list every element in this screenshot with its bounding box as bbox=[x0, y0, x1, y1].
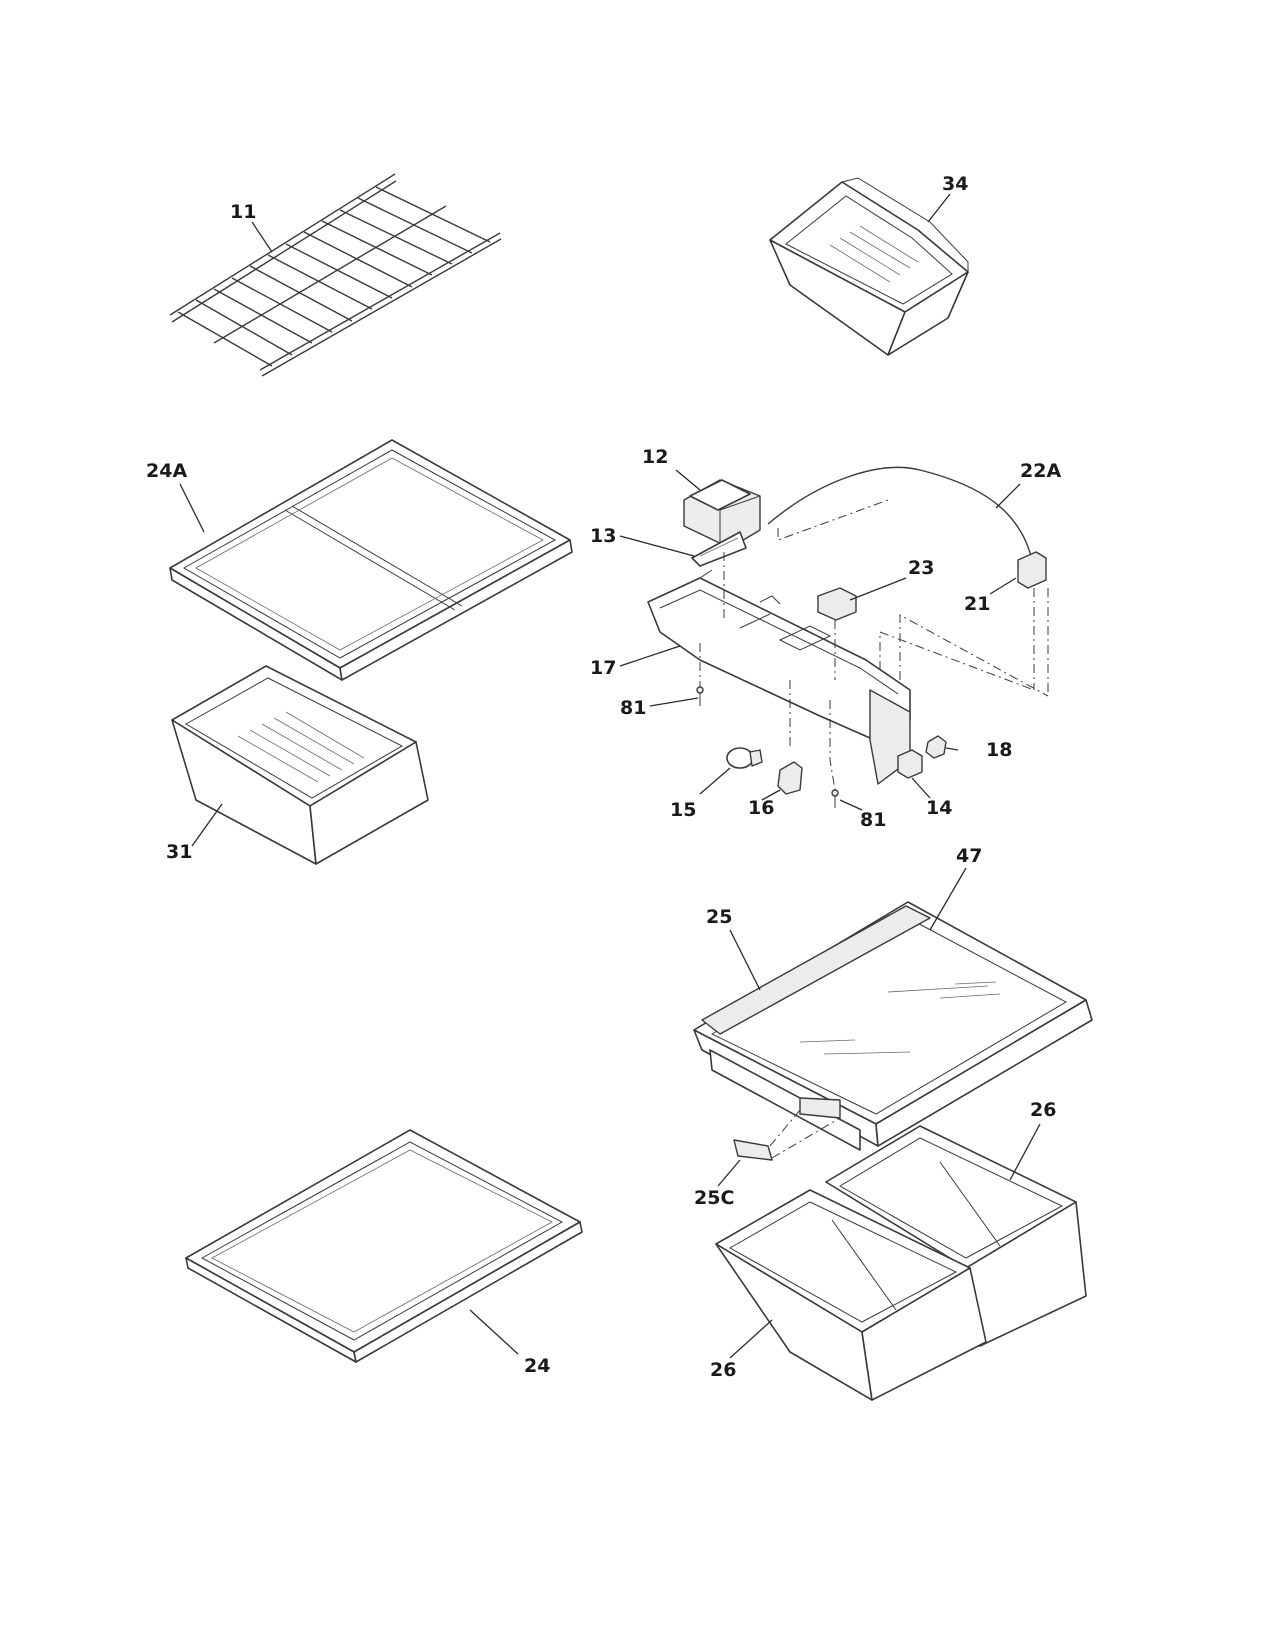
crisper-cover-47 bbox=[693, 901, 1093, 1151]
callout-15: 15 bbox=[670, 799, 696, 821]
screw-81-right bbox=[831, 789, 839, 808]
screw-81-left bbox=[696, 686, 704, 706]
callout-labels: 11 34 24A 12 22A 13 23 21 17 81 18 15 16… bbox=[146, 173, 1061, 1381]
callout-11: 11 bbox=[230, 201, 256, 223]
socket-16 bbox=[777, 761, 803, 795]
callout-25: 25 bbox=[706, 906, 732, 928]
callout-12: 12 bbox=[642, 446, 668, 468]
housing-17 bbox=[647, 569, 911, 785]
glass-shelf-24 bbox=[185, 1129, 583, 1363]
clip-25c bbox=[733, 1109, 841, 1161]
callout-13: 13 bbox=[590, 525, 616, 547]
bulb-15 bbox=[726, 747, 763, 769]
callout-17: 17 bbox=[590, 657, 616, 679]
switch-23 bbox=[817, 587, 857, 621]
callout-81-left: 81 bbox=[620, 697, 646, 719]
callout-26-front: 26 bbox=[710, 1359, 736, 1381]
cover-12 bbox=[683, 479, 761, 549]
callout-24a: 24A bbox=[146, 460, 187, 482]
crisper-pan-31 bbox=[171, 665, 429, 865]
drawer-26-rear bbox=[825, 1125, 1087, 1347]
drawer-26-front bbox=[715, 1189, 987, 1401]
callout-21: 21 bbox=[964, 593, 990, 615]
callout-23: 23 bbox=[908, 557, 934, 579]
callout-14: 14 bbox=[926, 797, 952, 819]
leader-lines bbox=[179, 193, 1041, 1359]
callout-25c: 25C bbox=[694, 1187, 734, 1209]
callout-81-right: 81 bbox=[860, 809, 886, 831]
part-14 bbox=[897, 749, 923, 779]
callout-18: 18 bbox=[986, 739, 1012, 761]
glass-shelf-24a bbox=[169, 439, 573, 681]
wire-shelf-11 bbox=[169, 173, 502, 377]
callout-31: 31 bbox=[166, 841, 192, 863]
callout-26-rear: 26 bbox=[1030, 1099, 1056, 1121]
lens-13 bbox=[691, 531, 747, 567]
wire-harness-22a bbox=[767, 466, 1033, 561]
part-18 bbox=[925, 735, 947, 759]
callout-47: 47 bbox=[956, 845, 982, 867]
pan-34 bbox=[769, 177, 969, 356]
callout-16: 16 bbox=[748, 797, 774, 819]
assembly-lines bbox=[699, 499, 1049, 791]
connector-21 bbox=[1017, 551, 1047, 589]
callout-22a: 22A bbox=[1020, 460, 1061, 482]
callout-24: 24 bbox=[524, 1355, 550, 1377]
callout-34: 34 bbox=[942, 173, 968, 195]
